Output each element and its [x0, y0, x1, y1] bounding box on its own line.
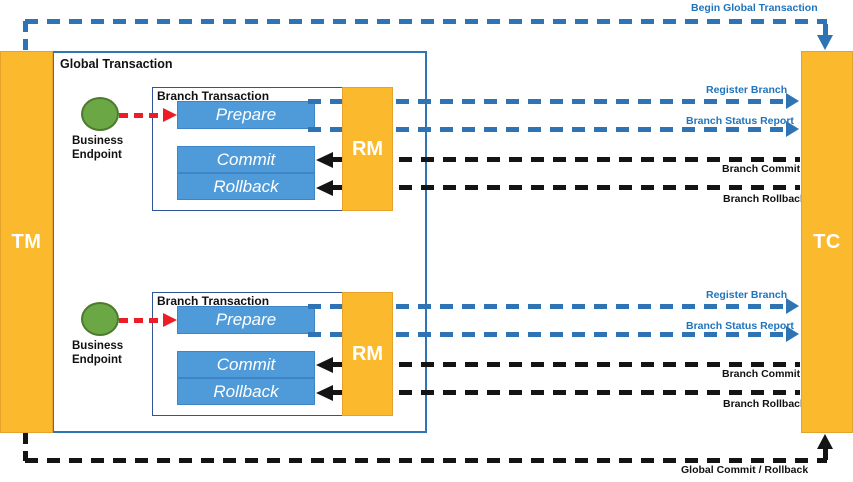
global-commit-rollback-label: Global Commit / Rollback	[681, 464, 809, 476]
branch-commit-label: Branch Commit	[722, 163, 801, 175]
branch-rollback-line	[333, 185, 800, 190]
arrow-left-icon	[316, 385, 333, 401]
branch-transaction-title: Branch Transaction	[157, 89, 270, 103]
tm-bottom-connector-line	[23, 433, 28, 461]
tc-label: TC	[813, 230, 841, 253]
business-endpoint-icon	[81, 302, 119, 336]
branch-transaction-group-2: Branch Transaction Business Endpoint Pre…	[0, 289, 806, 416]
rollback-step: Rollback	[177, 173, 315, 200]
branch-commit-line	[333, 157, 800, 162]
commit-step: Commit	[177, 146, 315, 173]
branch-status-report-line	[308, 127, 786, 132]
arrow-right-icon	[786, 93, 799, 109]
business-endpoint-icon	[81, 97, 119, 131]
tm-node: TM	[0, 51, 53, 433]
tc-top-connector-stub	[823, 24, 828, 36]
business-endpoint-label: Business Endpoint	[72, 340, 124, 366]
arrow-left-icon	[316, 180, 333, 196]
register-branch-line	[308, 99, 786, 104]
arrow-up-icon	[817, 434, 833, 449]
rm-node: RM	[342, 292, 393, 416]
register-branch-line	[308, 304, 786, 309]
rm-node: RM	[342, 87, 393, 211]
invoke-line	[119, 318, 164, 323]
commit-step: Commit	[177, 351, 315, 378]
begin-global-transaction-line	[25, 19, 827, 24]
branch-rollback-label: Branch Rollback	[723, 193, 806, 205]
tm-top-connector-line	[23, 21, 28, 51]
begin-global-transaction-label: Begin Global Transaction	[691, 2, 818, 14]
tc-bottom-connector-stub	[823, 448, 828, 460]
invoke-line	[119, 113, 164, 118]
register-branch-label: Register Branch	[706, 289, 788, 301]
branch-rollback-label: Branch Rollback	[723, 398, 806, 410]
arrow-down-icon	[817, 35, 833, 50]
arrow-left-icon	[316, 357, 333, 373]
arrow-right-icon	[163, 108, 177, 122]
rollback-step: Rollback	[177, 378, 315, 405]
arrow-left-icon	[316, 152, 333, 168]
arrow-right-icon	[786, 121, 799, 137]
branch-rollback-line	[333, 390, 800, 395]
branch-transaction-group-1: Branch Transaction Business Endpoint Pre…	[0, 84, 806, 211]
global-commit-rollback-line	[25, 458, 827, 463]
branch-commit-line	[333, 362, 800, 367]
global-transaction-title: Global Transaction	[60, 57, 173, 71]
prepare-step: Prepare	[177, 306, 315, 334]
branch-transaction-title: Branch Transaction	[157, 294, 270, 308]
branch-status-report-label: Branch Status Report	[686, 115, 794, 127]
branch-status-report-line	[308, 332, 786, 337]
branch-commit-label: Branch Commit	[722, 368, 801, 380]
arrow-right-icon	[163, 313, 177, 327]
tm-label: TM	[11, 230, 42, 253]
arrow-right-icon	[786, 298, 799, 314]
tc-node: TC	[801, 51, 853, 433]
prepare-step: Prepare	[177, 101, 315, 129]
branch-status-report-label: Branch Status Report	[686, 320, 794, 332]
business-endpoint-label: Business Endpoint	[72, 135, 124, 161]
register-branch-label: Register Branch	[706, 84, 788, 96]
arrow-right-icon	[786, 326, 799, 342]
